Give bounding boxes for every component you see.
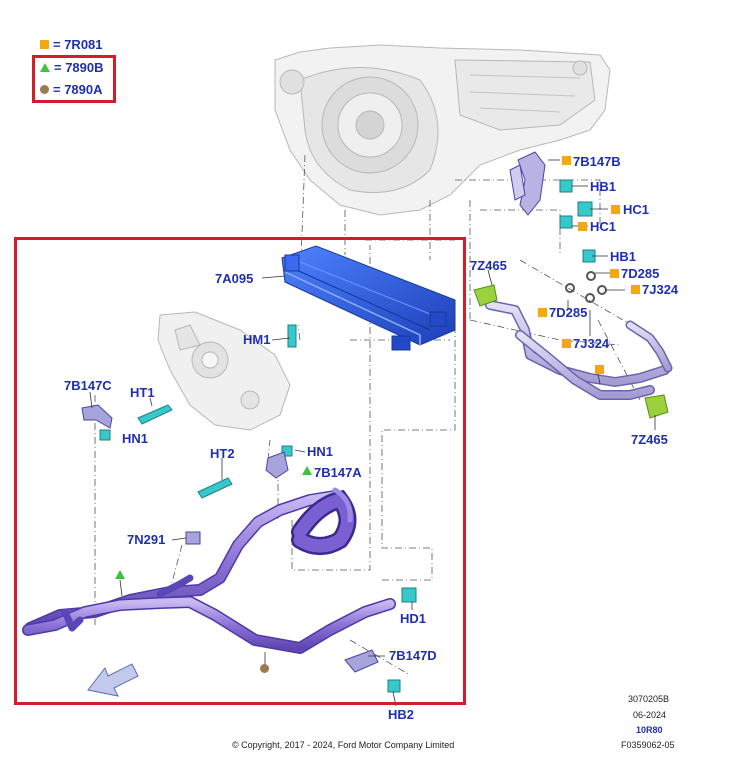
- label-7z465-top: 7Z465: [470, 258, 507, 273]
- fittings: [99, 179, 596, 693]
- square-marker-icon: [578, 222, 587, 231]
- label-hn1-right: HN1: [307, 444, 334, 459]
- label-ht1: HT1: [130, 385, 155, 400]
- label-7j324-a: 7J324: [642, 282, 679, 297]
- right-cooler-tubes: [485, 300, 673, 400]
- label-7b147c: 7B147C: [64, 378, 112, 393]
- square-symbol-icon: [40, 40, 49, 49]
- legend-triangle-text: = 7890B: [54, 60, 104, 75]
- square-marker-icon: [611, 205, 620, 214]
- legend-highlight-frame: [32, 55, 116, 103]
- legend-square-row: = 7R081: [40, 37, 103, 52]
- legend-triangle-row: = 7890B: [40, 60, 104, 75]
- square-marker-icon: [538, 308, 547, 317]
- bracket-7b147b: [509, 151, 546, 216]
- small-brackets: [81, 404, 379, 673]
- label-7b147a: 7B147A: [314, 465, 362, 480]
- square-marker-icon: [595, 365, 604, 374]
- triangle-marker-icon: [302, 466, 312, 475]
- transmission-housing: [274, 44, 611, 216]
- selected-area-frame: [14, 237, 466, 705]
- legend-circle-text: = 7890A: [53, 82, 103, 97]
- triangle-symbol-icon: [40, 63, 50, 72]
- square-marker-icon: [610, 269, 619, 278]
- label-7z465-bottom: 7Z465: [631, 432, 668, 447]
- label-7d285-b: 7D285: [549, 305, 588, 320]
- transmission-model: 10R80: [636, 725, 663, 735]
- label-7b147d: 7B147D: [389, 648, 437, 663]
- front-housing-section: [157, 311, 291, 431]
- upper-hose-bend: [291, 487, 357, 555]
- o-rings: [565, 271, 607, 303]
- label-hc1-b: HC1: [590, 219, 617, 234]
- label-7n291: 7N291: [127, 532, 166, 547]
- label-hn1-left: HN1: [122, 431, 149, 446]
- label-ht2: HT2: [210, 446, 235, 461]
- front-direction-arrow: [87, 663, 139, 697]
- label-hc1-a: HC1: [623, 202, 650, 217]
- figure-id: F0359062-05: [621, 740, 675, 750]
- label-hb2: HB2: [388, 707, 415, 722]
- triangle-marker-icon: [115, 570, 125, 579]
- square-marker-icon: [631, 285, 640, 294]
- lower-cooler-tubes: [22, 490, 396, 654]
- label-hb1-top: HB1: [590, 179, 617, 194]
- label-7j324-b: 7J324: [573, 336, 610, 351]
- copyright-notice: © Copyright, 2017 - 2024, Ford Motor Com…: [232, 740, 455, 750]
- label-7a095: 7A095: [215, 271, 254, 286]
- legend-circle-row: = 7890A: [40, 82, 103, 97]
- label-hd1: HD1: [400, 611, 427, 626]
- square-marker-icon: [562, 156, 571, 165]
- doc-date: 06-2024: [633, 710, 667, 720]
- label-7d285-a: 7D285: [621, 266, 660, 281]
- label-hm1: HM1: [243, 332, 271, 347]
- legend-square-text: = 7R081: [53, 37, 103, 52]
- square-marker-icon: [562, 339, 571, 348]
- seals-7z465: [473, 284, 669, 419]
- circle-marker-icon: [260, 664, 269, 673]
- circle-symbol-icon: [40, 85, 49, 94]
- oil-cooler: [281, 245, 456, 351]
- doc-number: 3070205B: [628, 694, 670, 704]
- label-7b147b: 7B147B: [573, 154, 621, 169]
- label-hb1-mid: HB1: [610, 249, 637, 264]
